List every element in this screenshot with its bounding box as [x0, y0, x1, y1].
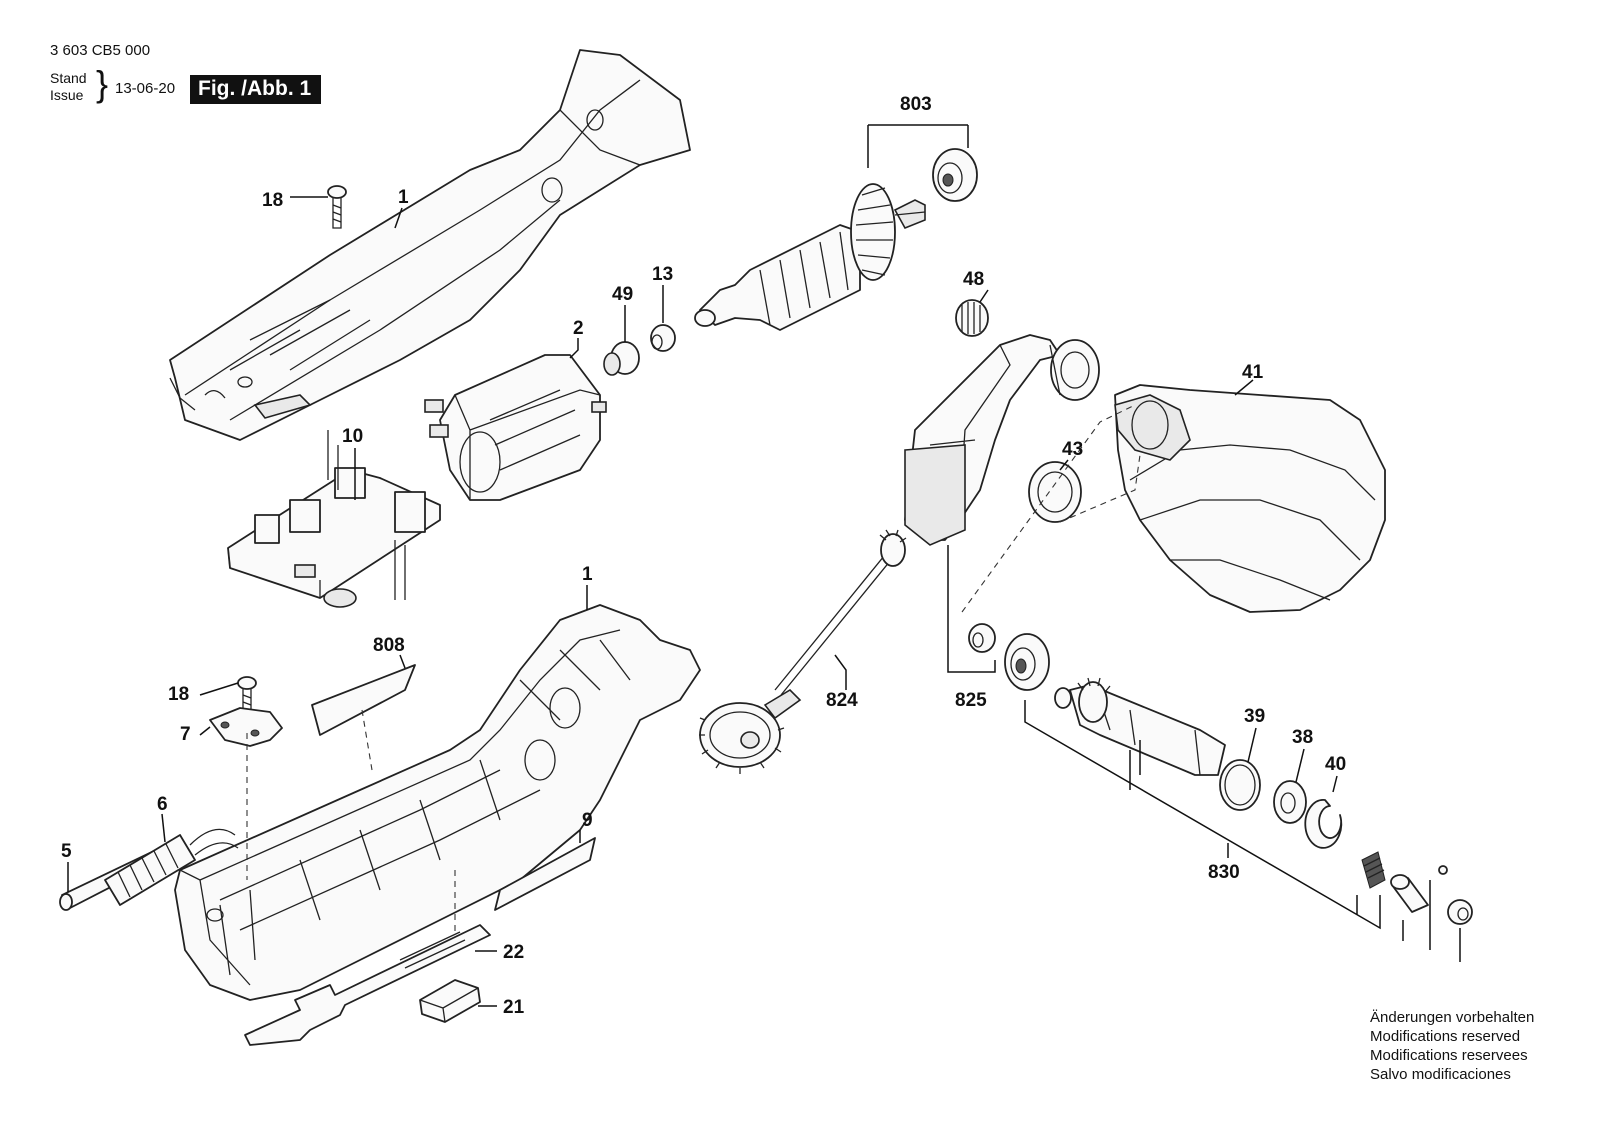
figure-label: Fig. /Abb. 1 — [190, 75, 322, 104]
button-21 — [419, 979, 481, 1023]
callout-10: 10 — [342, 426, 363, 447]
part-number: 3 603 CB5 000 — [50, 42, 151, 59]
ring-39 — [1219, 759, 1261, 811]
brace-glyph: } — [96, 63, 109, 104]
callout-48: 48 — [963, 269, 984, 290]
housing-upper-shell — [169, 49, 691, 441]
bearing-13 — [650, 324, 676, 352]
callout-43: 43 — [1062, 439, 1083, 460]
ball-bearing-803 — [932, 148, 978, 202]
callout-22: 22 — [503, 942, 524, 963]
ball-bearing-825 — [1004, 633, 1050, 691]
callout-1-bottom: 1 — [582, 564, 593, 585]
label-plate-808 — [311, 664, 416, 736]
guard-cover — [1114, 384, 1386, 613]
callout-830: 830 — [1208, 862, 1240, 883]
callout-808: 808 — [373, 635, 405, 656]
leader-lines — [67, 124, 1461, 1007]
bushing-49 — [603, 341, 640, 376]
base-plate-22 — [244, 924, 491, 1046]
notice-de: Änderungen vorbehalten — [1370, 1009, 1535, 1026]
screw-18-top — [327, 185, 347, 229]
callout-7: 7 — [180, 724, 191, 745]
callout-18-top: 18 — [262, 190, 283, 211]
pinion-48 — [955, 299, 989, 337]
bearing-825-small — [968, 623, 996, 653]
assembly-dashed-lines — [246, 404, 1141, 935]
circlip-40 — [1304, 799, 1343, 849]
strain-relief-6 — [104, 828, 239, 906]
callout-5: 5 — [61, 841, 72, 862]
armature — [694, 183, 926, 331]
ring-43 — [1028, 461, 1082, 523]
field-stator — [424, 354, 607, 501]
callout-49: 49 — [612, 284, 633, 305]
callout-2: 2 — [573, 318, 584, 339]
callout-labels: 18 1 2 49 13 803 48 41 43 10 1 808 18 7 … — [61, 94, 1346, 1018]
callout-18-bottom: 18 — [168, 684, 189, 705]
spring-830 — [1361, 851, 1386, 889]
cap-830 — [1447, 899, 1473, 925]
callout-9: 9 — [582, 810, 593, 831]
stand-issue-label: Stand Issue — [50, 70, 87, 104]
cable-clamp-7 — [209, 707, 283, 747]
notice-en: Modifications reserved — [1370, 1028, 1521, 1045]
callout-40: 40 — [1325, 754, 1346, 775]
issue-date: 13-06-20 — [115, 80, 176, 97]
spindle-830 — [1054, 677, 1226, 776]
callout-39: 39 — [1244, 706, 1265, 727]
stand-label: Stand — [50, 70, 87, 86]
callout-6: 6 — [157, 794, 168, 815]
callout-1-top: 1 — [398, 187, 409, 208]
callout-38: 38 — [1292, 727, 1313, 748]
washer-38 — [1273, 780, 1307, 824]
callout-21: 21 — [503, 997, 525, 1018]
callout-824: 824 — [826, 690, 858, 711]
notice-es: Salvo modificaciones — [1370, 1066, 1511, 1083]
callout-41: 41 — [1242, 362, 1264, 383]
notice-fr: Modifications reservees — [1370, 1047, 1528, 1064]
angle-head-arm — [904, 334, 1100, 546]
housing-lower-shell — [174, 604, 701, 1001]
issue-label: Issue — [50, 87, 84, 103]
callout-13: 13 — [652, 264, 673, 285]
pin-830 — [1390, 874, 1429, 913]
callout-825: 825 — [955, 690, 987, 711]
ball-830 — [1438, 865, 1448, 875]
drive-shaft-824 — [699, 529, 907, 774]
modification-notice: Änderungen vorbehalten Modifications res… — [1370, 1008, 1534, 1084]
label-plate-9 — [494, 837, 596, 911]
switch-pcb-assembly — [227, 430, 441, 608]
callout-803: 803 — [900, 94, 932, 115]
